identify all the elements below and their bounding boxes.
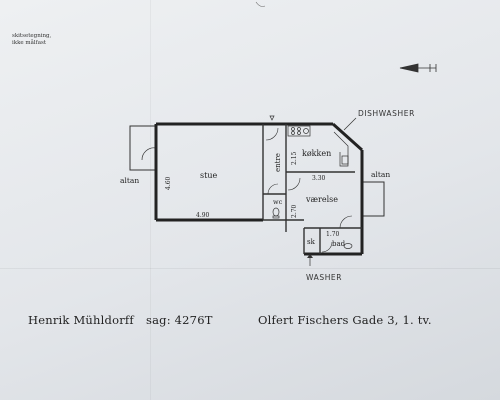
note-line-2: ikke målfast [12,40,47,46]
footer-case: sag: 4276T [146,313,213,327]
inner-walls [262,124,362,254]
balcony-right [361,181,385,217]
dimension-vaerelse-width: 3.30 [312,175,326,182]
dimension-stue-height: 4.60 [165,176,172,190]
stove-icon [287,125,311,137]
room-label-vaerelse: værelse [305,195,338,204]
north-arrow-icon [399,63,437,73]
room-label-altan-left: altan [120,176,139,185]
counter-icon [333,131,349,167]
room-label-sk: sk [307,238,316,246]
annotation-dishwasher: DISHWASHER [358,109,415,118]
note-line-1: skitsetegning, [12,33,52,39]
room-label-kokken: køkken [302,149,331,158]
annotation-washer: WASHER [306,273,343,282]
paper-fold [0,268,500,269]
dimension-vaerelse-height: 2.70 [291,204,298,218]
outer-walls [154,122,364,256]
room-label-entre: entre [274,153,282,172]
footer-address: Olfert Fischers Gade 3, 1. tv. [258,313,432,327]
room-label-altan-right: altan [371,170,390,179]
door-swing-icon [265,127,353,253]
paper-fold [150,0,151,400]
bathtub-icon [343,243,353,249]
footer-architect: Henrik Mühldorff [28,313,134,327]
toilet-icon [272,207,280,219]
room-label-wc: wc [273,198,283,206]
dimension-bad-width: 1.70 [326,231,340,238]
dimension-kokken-height: 2.15 [291,151,298,165]
dimension-stue-width: 4.90 [196,212,210,219]
room-label-bad: bad [332,240,346,248]
room-label-stue: stue [200,171,217,180]
scribble-mark [255,1,266,7]
door-swing-icon [141,147,157,161]
arrow-icon [343,117,357,131]
marker-icon [269,115,275,121]
arrowhead-icon [307,254,313,258]
